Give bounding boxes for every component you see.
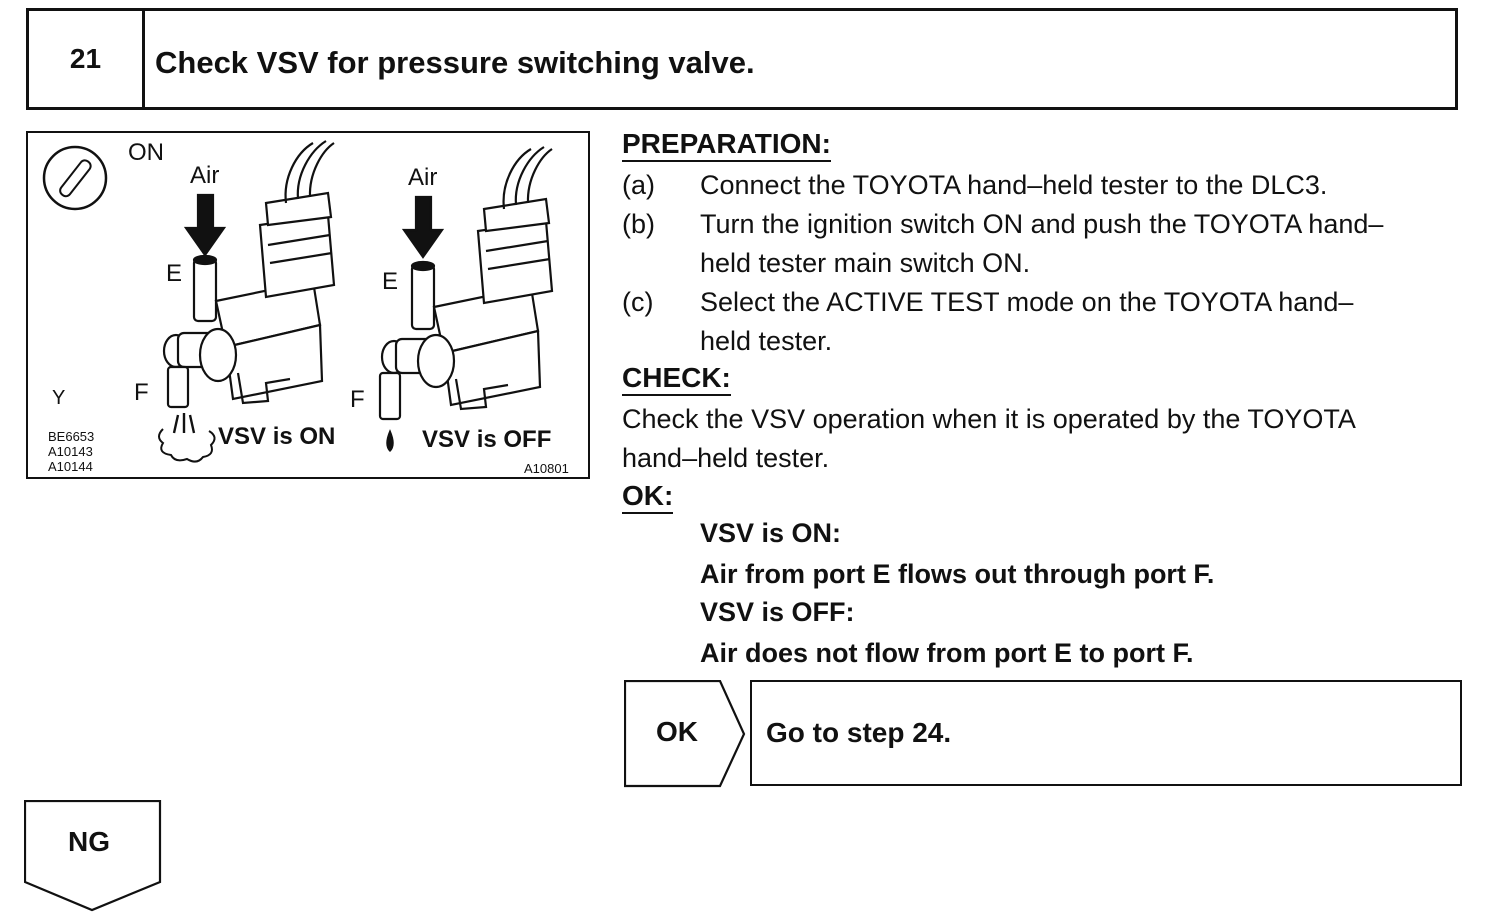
ng-flag-label: NG <box>68 826 110 857</box>
vsv-drawing <box>42 140 554 463</box>
prep-text-b-1: Turn the ignition switch ON and push the… <box>700 209 1384 239</box>
check-section: CHECK: <box>622 362 1464 396</box>
prep-tag-c: (c) <box>622 287 654 317</box>
prep-text-c-2: held tester. <box>700 326 833 356</box>
drip-icon <box>386 429 394 453</box>
ok-line-2: Air from port E flows out through port F… <box>700 559 1215 589</box>
figure-code: BE6653 <box>48 429 95 444</box>
check-text-1: Check the VSV operation when it is opera… <box>622 404 1356 434</box>
step-title: Check VSV for pressure switching valve. <box>155 45 755 80</box>
vsv-illustration: ON Air Air E E F F Y VSV is ON VSV is OF… <box>26 131 590 479</box>
air-label-left: Air <box>190 162 220 189</box>
vsv-valve-icon-left <box>162 140 336 409</box>
ok-flag-label: OK <box>656 716 698 747</box>
vsv-off-caption: VSV is OFF <box>422 426 552 453</box>
air-label-right: Air <box>408 164 438 191</box>
step-header: 21 Check VSV for pressure switching valv… <box>26 8 1458 110</box>
go-to-step-box: Go to step 24. <box>750 680 1462 786</box>
prep-tag-a: (a) <box>622 170 655 200</box>
ok-result-flag: OK <box>623 679 748 793</box>
prep-text-a: Connect the TOYOTA hand–held tester to t… <box>700 170 1328 200</box>
ok-criteria: VSV is ON: Air from port E flows out thr… <box>622 518 1464 678</box>
port-f-label-left: F <box>134 379 149 406</box>
check-heading: CHECK: <box>622 362 731 396</box>
ok-line-1: VSV is ON: <box>700 518 842 548</box>
figure-codes-left: BE6653 A10143 A10144 <box>48 429 94 474</box>
check-text-2: hand–held tester. <box>622 443 830 473</box>
vsv-valve-icon-right <box>378 146 554 421</box>
ignition-on-label: ON <box>128 139 164 166</box>
ok-heading: OK: <box>622 480 674 514</box>
ok-flag-shape <box>623 679 746 788</box>
figure-code: A10144 <box>48 459 93 474</box>
preparation-list: (a) Connect the TOYOTA hand–held tester … <box>622 166 1464 366</box>
prep-text-c-1: Select the ACTIVE TEST mode on the TOYOT… <box>700 287 1354 317</box>
prep-tag-b: (b) <box>622 209 655 239</box>
port-f-label-right: F <box>350 386 365 413</box>
air-puff-icon <box>158 413 216 463</box>
ok-section: OK: <box>622 480 1464 514</box>
prep-text-b-2: held tester main switch ON. <box>700 248 1031 278</box>
preparation-heading: PREPARATION: <box>622 128 831 162</box>
ng-flag-shape <box>23 799 162 912</box>
port-e-label-right: E <box>382 268 399 295</box>
figure-code-right: A10801 <box>524 461 569 476</box>
check-body: Check the VSV operation when it is opera… <box>622 400 1464 480</box>
ignition-key-icon <box>42 145 108 211</box>
step-number: 21 <box>29 11 145 107</box>
wire-color-label: Y <box>52 387 66 409</box>
vsv-on-caption: VSV is ON <box>218 423 336 450</box>
figure-code: A10143 <box>48 444 93 459</box>
preparation-section: PREPARATION: <box>622 128 1464 162</box>
ok-line-3: VSV is OFF: <box>700 597 855 627</box>
ng-result-flag: NG <box>23 799 164 917</box>
ok-line-4: Air does not flow from port E to port F. <box>700 638 1194 668</box>
port-e-label-left: E <box>166 260 183 287</box>
